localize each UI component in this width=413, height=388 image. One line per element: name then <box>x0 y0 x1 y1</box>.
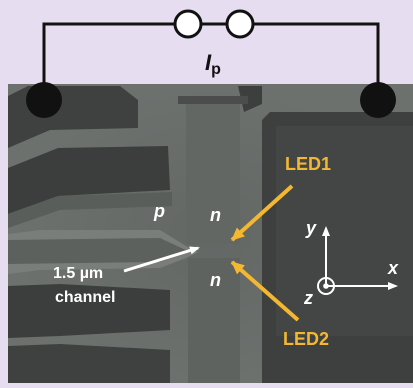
led1-arrow <box>230 184 294 242</box>
axis-z-label: z <box>303 288 313 308</box>
terminal-right <box>225 9 255 39</box>
contact-pad-right <box>360 82 396 118</box>
p-region-label: p <box>153 201 165 221</box>
channel-word-label: channel <box>55 289 115 306</box>
electrode-lower-left <box>8 284 170 338</box>
terminal-left <box>173 9 203 39</box>
led2-arrow <box>230 260 300 322</box>
led1-label: LED1 <box>285 154 331 174</box>
current-label: Ip <box>205 50 221 78</box>
contact-pad-left <box>26 82 62 118</box>
channel-size-label: 1.5 µm <box>53 265 103 282</box>
n-block-bottom <box>188 258 240 383</box>
axis-x-label: x <box>387 258 399 278</box>
led2-label: LED2 <box>283 329 329 349</box>
channel-arrow <box>123 246 200 273</box>
n-top-label: n <box>210 205 221 225</box>
n-bottom-label: n <box>210 270 221 290</box>
electrode-top-arm <box>238 86 262 112</box>
electrode-upper-left-2 <box>8 146 170 214</box>
circuit-wire <box>42 22 380 98</box>
axis-y-label: y <box>305 218 317 238</box>
n-block-top <box>186 102 240 244</box>
z-axis-symbol <box>317 277 335 295</box>
